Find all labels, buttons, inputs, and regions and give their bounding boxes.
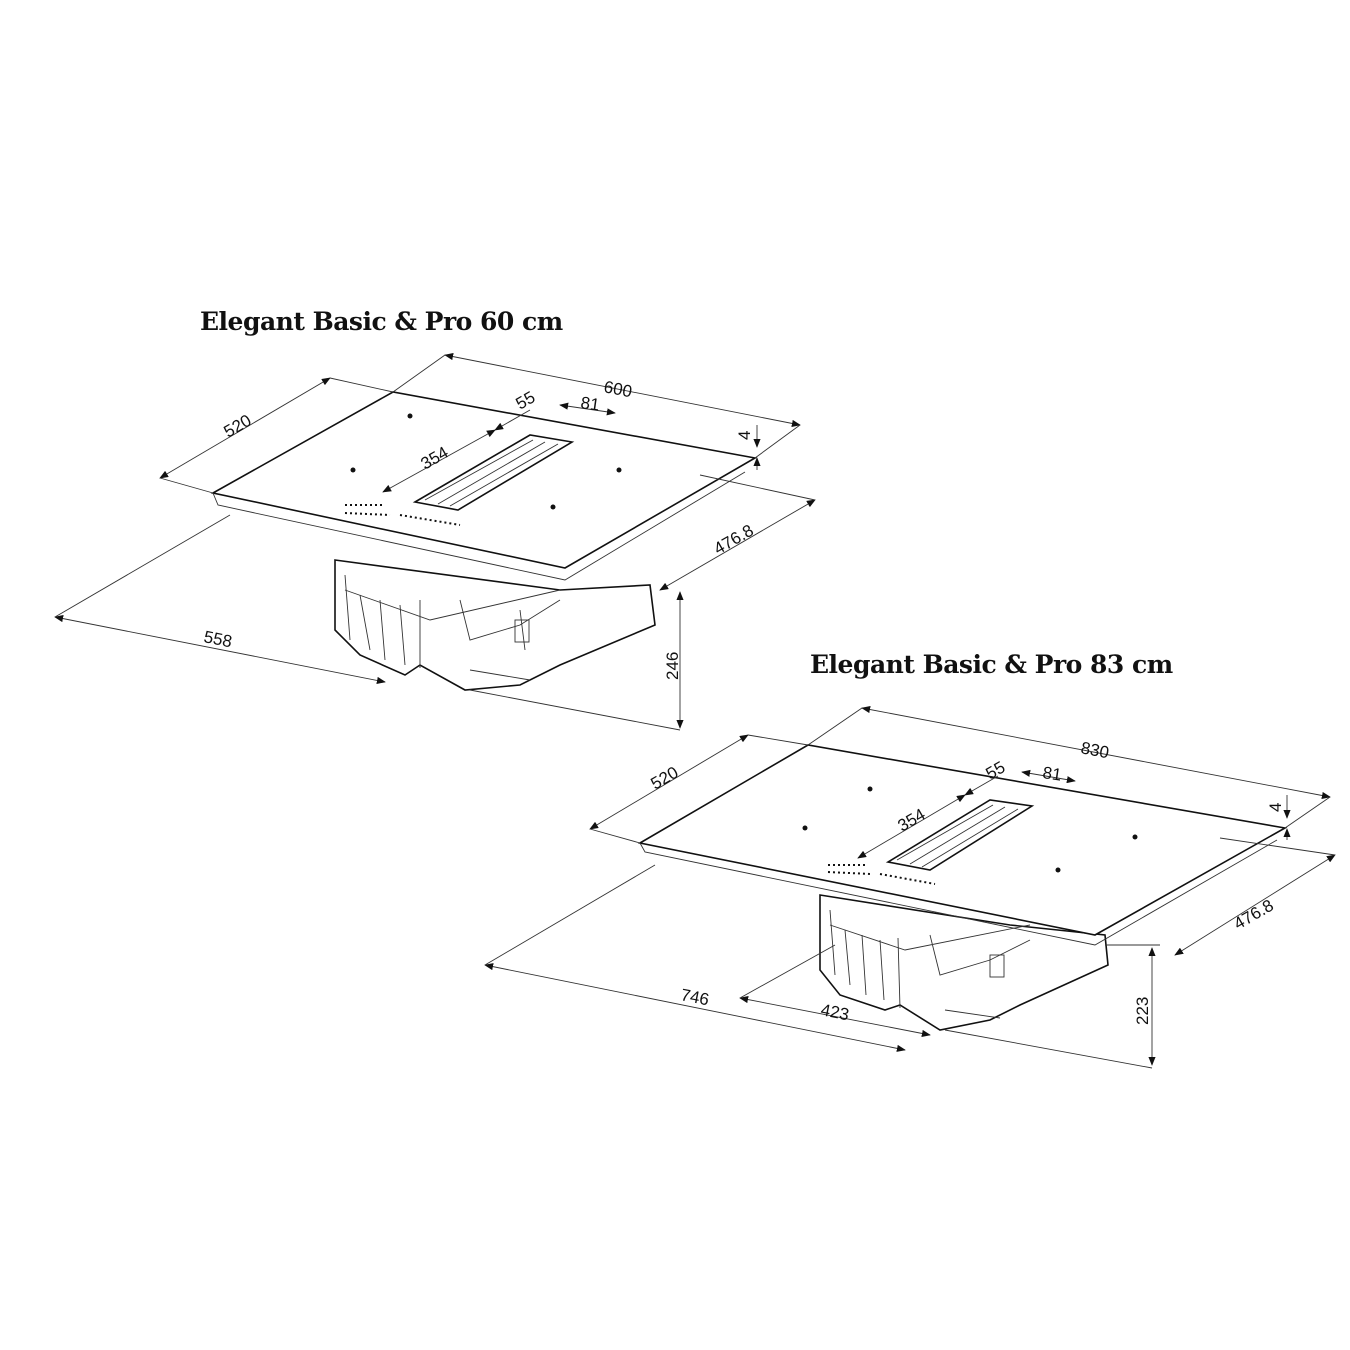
dim-cutout-depth-60: 476.8 [711,521,757,559]
dim-width-60: 600 [602,377,633,401]
dim-width-83: 830 [1079,738,1110,762]
dim-depth-60: 520 [221,411,255,442]
glass-plate-60 [210,391,758,581]
dim-thickness-60: 4 [735,431,754,440]
glass-plate-83 [637,744,1288,946]
hob-60cm-drawing: Elegant Basic & Pro 60 cm [54,307,816,731]
dim-slot-width-60: 81 [579,393,600,414]
dim-cutout-depth-83: 476.8 [1231,896,1277,934]
dim-thickness-83: 4 [1266,803,1285,812]
dim-depth-83: 520 [648,763,682,794]
dim-height-60: 246 [663,652,682,680]
dimension-lines-60 [54,353,816,731]
dim-cutout-width-83: 746 [679,985,710,1009]
dim-slot-offset-60: 55 [513,388,539,414]
hob-83cm-drawing: Elegant Basic & Pro 83 cm [484,650,1336,1069]
dim-cutout-width-60: 558 [202,627,233,651]
title-60cm: Elegant Basic & Pro 60 cm [200,307,563,336]
motor-body-60 [334,559,656,691]
dim-height-83: 223 [1133,997,1152,1025]
dimension-lines-83 [484,705,1336,1069]
dim-motor-width-83: 423 [819,1000,850,1024]
title-83cm: Elegant Basic & Pro 83 cm [810,650,1173,679]
dim-slot-width-83: 81 [1041,763,1062,784]
